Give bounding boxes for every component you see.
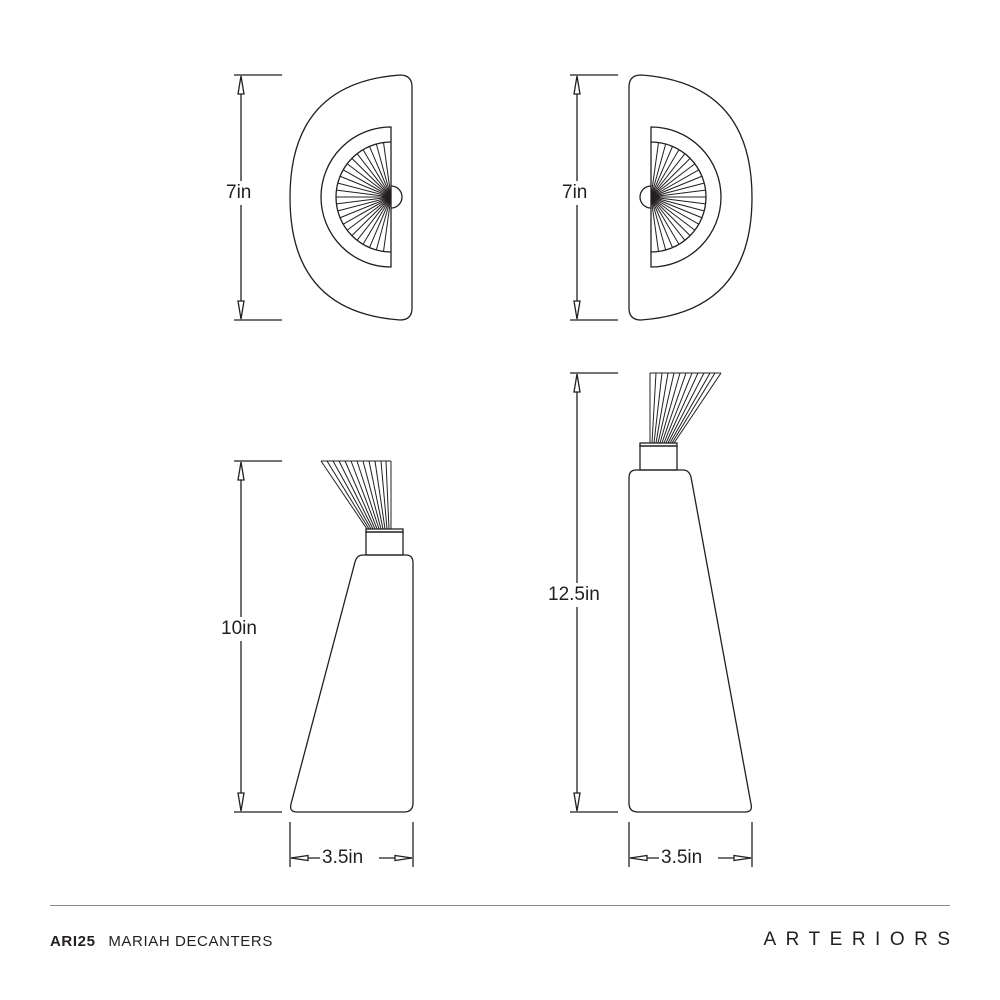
arrow-left-icon	[629, 854, 648, 862]
short-decanter-top-view	[234, 74, 413, 321]
short-decanter-side-view	[234, 460, 414, 867]
inner-ring-outer-arc	[650, 126, 722, 268]
tall-decanter-side-view	[570, 372, 753, 867]
product-code: ARI25	[50, 933, 96, 950]
decanter-body	[628, 469, 753, 813]
arrow-down-icon	[573, 792, 581, 812]
decanter-neck	[365, 531, 404, 556]
arrow-up-icon	[237, 75, 245, 95]
dimension-label-depth: 7in	[226, 181, 252, 205]
footer-divider	[50, 905, 950, 906]
stopper-bump	[639, 185, 652, 209]
dimension-label-width: 3.5in	[661, 846, 703, 870]
arrow-right-icon	[733, 854, 752, 862]
inner-ring-outer-arc	[320, 126, 392, 268]
fan-stopper	[649, 372, 722, 444]
arrow-down-icon	[573, 300, 581, 320]
decanter-body	[289, 554, 414, 813]
arrow-up-icon	[573, 373, 581, 393]
product-caption: ARI25 MARIAH DECANTERS	[50, 933, 273, 950]
neck-collar	[365, 528, 404, 533]
arrow-right-icon	[394, 854, 413, 862]
decanter-neck	[639, 445, 678, 471]
arrow-down-icon	[237, 792, 245, 812]
dimension-label-width: 3.5in	[322, 846, 364, 870]
product-name: MARIAH DECANTERS	[108, 933, 273, 950]
outer-body-outline	[628, 74, 753, 321]
fan-rays	[650, 142, 706, 252]
arrow-up-icon	[237, 461, 245, 481]
arrow-down-icon	[237, 300, 245, 320]
dimension-label-height: 10in	[221, 617, 257, 641]
fan-stopper	[320, 460, 392, 530]
outer-body-outline	[289, 74, 413, 321]
dimension-label-depth: 7in	[562, 181, 588, 205]
arrow-left-icon	[290, 854, 309, 862]
arrow-up-icon	[573, 75, 581, 95]
tall-decanter-top-view	[570, 74, 753, 321]
neck-collar	[639, 442, 678, 447]
fan-rays	[336, 142, 392, 252]
brand-logo: ARTERIORS	[763, 929, 960, 950]
dimension-label-height: 12.5in	[548, 583, 600, 607]
stopper-bump	[390, 185, 403, 209]
